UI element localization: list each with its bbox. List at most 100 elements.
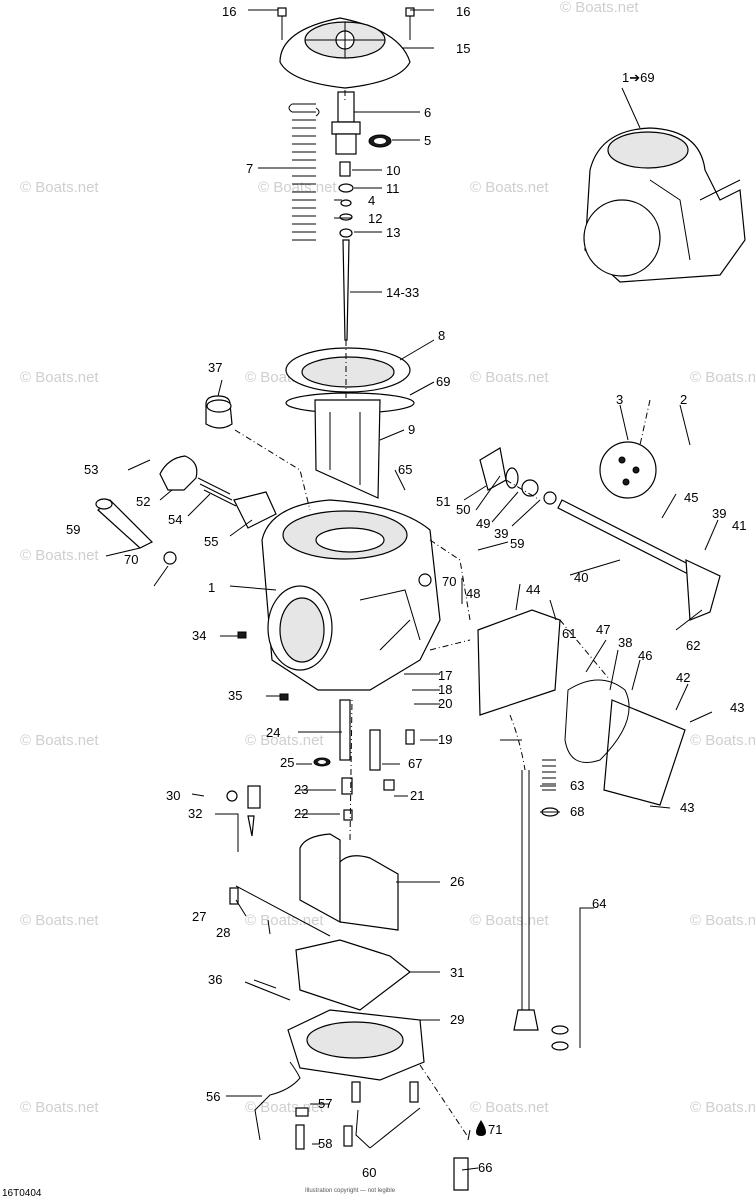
callout-11: 11 <box>386 181 400 196</box>
leader-lines <box>105 9 719 1171</box>
callout-1-69: 1➔69 <box>622 70 655 85</box>
callout-55: 55 <box>204 534 218 549</box>
callout-38: 38 <box>618 635 632 650</box>
callout-68: 68 <box>570 804 584 819</box>
callout-54: 54 <box>168 512 182 527</box>
callout-59: 59 <box>510 536 524 551</box>
callout-21: 21 <box>410 788 424 803</box>
callout-22: 22 <box>294 806 308 821</box>
callout-59: 59 <box>66 522 80 537</box>
watermark: © Boats.net <box>258 179 337 196</box>
watermark: © Boats.net <box>245 732 324 749</box>
callout-66: 66 <box>478 1160 492 1175</box>
callout-40: 40 <box>574 570 588 585</box>
watermark: © Boats.net <box>20 547 99 564</box>
callout-17: 17 <box>438 668 452 683</box>
plug-part <box>205 395 233 429</box>
callout-53: 53 <box>84 462 98 477</box>
callout-10: 10 <box>386 163 400 178</box>
callout-50: 50 <box>456 502 470 517</box>
callout-58: 58 <box>318 1136 332 1151</box>
carburetor-body-part <box>261 499 441 691</box>
needle-holder-part <box>331 91 392 341</box>
oil-drop-icon <box>476 1120 486 1136</box>
callout-25: 25 <box>280 755 294 770</box>
callout-14-33: 14-33 <box>386 285 419 300</box>
callout-37: 37 <box>208 360 222 375</box>
callout-65: 65 <box>398 462 412 477</box>
callout-71: 71 <box>488 1122 502 1137</box>
callout-24: 24 <box>266 725 280 740</box>
callout-45: 45 <box>684 490 698 505</box>
callout-8: 8 <box>438 328 445 343</box>
float-bowl-part <box>235 833 425 1141</box>
callout-42: 42 <box>676 670 690 685</box>
diagram-code: 16T0404 <box>2 1188 42 1199</box>
callout-3: 3 <box>616 392 623 407</box>
small-fasteners <box>226 631 522 1150</box>
left-side-parts <box>95 455 277 565</box>
callout-61: 61 <box>562 626 576 641</box>
callout-36: 36 <box>208 972 222 987</box>
watermark: © Boats.net <box>20 912 99 929</box>
callout-28: 28 <box>216 925 230 940</box>
callout-31: 31 <box>450 965 464 980</box>
watermark: © Boats.net <box>690 1099 755 1116</box>
callout-12: 12 <box>368 211 382 226</box>
callout-39: 39 <box>712 506 726 521</box>
watermark: © Boats.net <box>690 732 755 749</box>
callout-27: 27 <box>192 909 206 924</box>
callout-13: 13 <box>386 225 400 240</box>
callout-46: 46 <box>638 648 652 663</box>
callout-44: 44 <box>526 582 540 597</box>
callout-7: 7 <box>246 161 253 176</box>
callout-19: 19 <box>438 732 452 747</box>
watermark: © Boats.net <box>690 369 755 386</box>
callout-29: 29 <box>450 1012 464 1027</box>
assembled-carburetor-inset <box>583 127 746 283</box>
watermark: © Boats.net <box>20 732 99 749</box>
callout-16: 16 <box>222 4 236 19</box>
callout-35: 35 <box>228 688 242 703</box>
watermark: © Boats.net <box>470 912 549 929</box>
callout-23: 23 <box>294 782 308 797</box>
callout-41: 41 <box>732 518 746 533</box>
callout-63: 63 <box>570 778 584 793</box>
callout-64: 64 <box>592 896 606 911</box>
callout-9: 9 <box>408 422 415 437</box>
watermark: © Boats.net <box>560 0 639 16</box>
part-drawings <box>95 7 746 1191</box>
throttle-parts <box>477 441 721 806</box>
callout-43: 43 <box>730 700 744 715</box>
callout-69: 69 <box>436 374 450 389</box>
callout-32: 32 <box>188 806 202 821</box>
callout-52: 52 <box>136 494 150 509</box>
callout-34: 34 <box>192 628 206 643</box>
watermarks: © Boats.net © Boats.net © Boats.net © Bo… <box>20 0 755 1116</box>
watermark: © Boats.net <box>245 912 324 929</box>
callout-20: 20 <box>438 696 452 711</box>
part-callouts: 16 16 15 6 5 7 10 11 4 12 13 14-33 1➔69 … <box>66 4 746 1180</box>
callout-49: 49 <box>476 516 490 531</box>
callout-70: 70 <box>124 552 138 567</box>
slide-spring-part <box>288 103 320 241</box>
diaphragm-slide-part <box>285 347 415 499</box>
callout-47: 47 <box>596 622 610 637</box>
callout-51: 51 <box>436 494 450 509</box>
callout-57: 57 <box>318 1096 332 1111</box>
callout-18: 18 <box>438 682 452 697</box>
callout-60: 60 <box>362 1165 376 1180</box>
callout-6: 6 <box>424 105 431 120</box>
watermark: © Boats.net <box>20 369 99 386</box>
footer-copyright: Illustration copyright — not legible <box>305 1188 396 1194</box>
callout-30: 30 <box>166 788 180 803</box>
callout-15: 15 <box>456 41 470 56</box>
callout-4: 4 <box>368 193 375 208</box>
callout-1: 1 <box>208 580 215 595</box>
watermark: © Boats.net <box>20 1099 99 1116</box>
callout-16: 16 <box>456 4 470 19</box>
watermark: © Boats.net <box>470 1099 549 1116</box>
watermark: © Boats.net <box>690 912 755 929</box>
callout-39: 39 <box>494 526 508 541</box>
